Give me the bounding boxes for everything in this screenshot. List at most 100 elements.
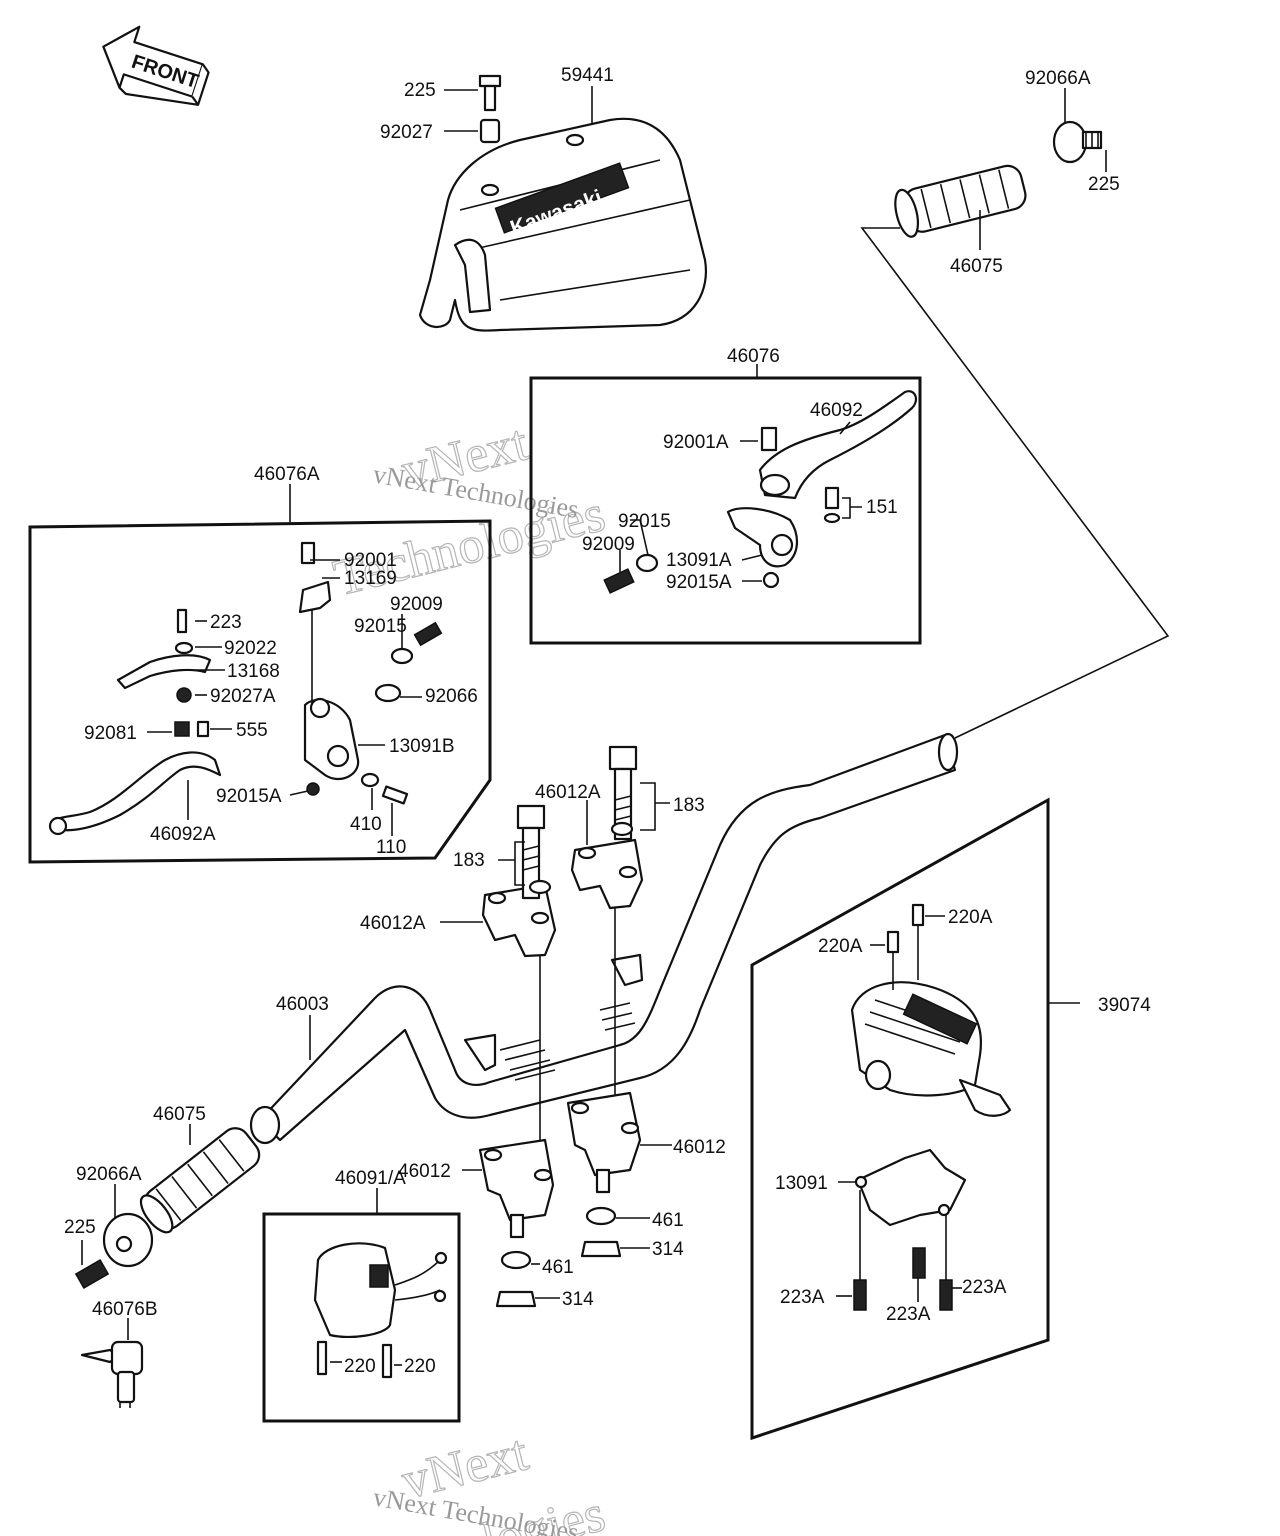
clutch-holder-13091A xyxy=(726,507,798,568)
screw-220A-right xyxy=(911,903,925,927)
label-410: 410 xyxy=(350,814,382,835)
grip-position-line xyxy=(860,227,1170,739)
label-92022: 92022 xyxy=(224,638,277,659)
front-arrow: FRONT xyxy=(102,25,210,106)
label-183-right: 183 xyxy=(673,795,705,816)
screw-223A-left xyxy=(853,1279,867,1311)
label-59441: 59441 xyxy=(561,65,614,86)
label-46012-right: 46012 xyxy=(673,1137,726,1158)
label-13091B: 13091B xyxy=(389,736,455,757)
label-46003: 46003 xyxy=(276,994,329,1015)
washer-92022 xyxy=(174,641,194,655)
bolt-183-left xyxy=(516,804,552,900)
label-92001: 92001 xyxy=(344,550,397,571)
nut-92015A-upper xyxy=(762,571,780,589)
washer-461-right xyxy=(585,1206,617,1226)
right-switch-housing xyxy=(850,981,1012,1117)
label-223A-left: 223A xyxy=(780,1287,825,1308)
label-46075-left: 46075 xyxy=(153,1104,206,1125)
box-39074 xyxy=(750,797,1050,1441)
label-46076B: 46076B xyxy=(92,1299,158,1320)
label-46092A: 46092A xyxy=(150,824,216,845)
label-223: 223 xyxy=(210,612,242,633)
brake-lever-46092A xyxy=(48,751,222,836)
label-461-left: 461 xyxy=(542,1257,574,1278)
label-92015A-upper: 92015A xyxy=(666,572,732,593)
label-220A-left: 220A xyxy=(818,936,863,957)
label-92015A: 92015A xyxy=(216,786,282,807)
label-314-right: 314 xyxy=(652,1239,684,1260)
grip-end-92066A-right xyxy=(1052,120,1103,164)
nut-314-left xyxy=(495,1290,537,1308)
cap-92066 xyxy=(374,683,402,703)
screw-223 xyxy=(176,608,188,634)
bolt-92001 xyxy=(300,541,316,565)
label-220-b: 220 xyxy=(404,1356,436,1377)
screw-92009 xyxy=(413,621,443,647)
nut-314-right xyxy=(580,1240,622,1258)
label-46092: 46092 xyxy=(810,400,863,421)
screw-223A-right xyxy=(939,1279,953,1311)
pin-555 xyxy=(196,720,210,738)
label-46091A: 46091/A xyxy=(335,1168,406,1189)
nut-92081 xyxy=(174,721,190,737)
label-92066A-right: 92066A xyxy=(1025,68,1091,89)
bolt-151 xyxy=(824,486,840,510)
label-223A-mid: 223A xyxy=(886,1304,931,1325)
box-46091A xyxy=(262,1212,461,1423)
screw-220-a xyxy=(316,1340,328,1376)
washer-410 xyxy=(360,772,380,788)
label-92081: 92081 xyxy=(84,723,137,744)
washer-461-left xyxy=(500,1250,532,1270)
label-183-left: 183 xyxy=(453,850,485,871)
label-13169: 13169 xyxy=(344,568,397,589)
label-13168: 13168 xyxy=(227,661,280,682)
grip-left xyxy=(139,1127,261,1234)
bolt-110 xyxy=(381,785,409,805)
label-39074: 39074 xyxy=(1098,995,1151,1016)
label-92027A: 92027A xyxy=(210,686,276,707)
label-225-top: 225 xyxy=(404,80,436,101)
watermark-bottom: vNext Technologies vNext Technologies xyxy=(328,1424,611,1536)
label-46076: 46076 xyxy=(727,346,780,367)
label-555: 555 xyxy=(236,720,268,741)
clutch-lever-46092 xyxy=(758,390,918,500)
label-13091A: 13091A xyxy=(666,550,732,571)
label-92009-upper: 92009 xyxy=(582,534,635,555)
label-225-left: 225 xyxy=(64,1217,96,1238)
switch-46076B xyxy=(80,1340,144,1408)
label-461-right: 461 xyxy=(652,1210,684,1231)
label-46012A-upper: 46012A xyxy=(535,782,601,803)
bracket-13091 xyxy=(854,1148,967,1227)
label-92015: 92015 xyxy=(354,616,407,637)
collar-92027 xyxy=(479,118,501,144)
nut-92015A xyxy=(306,782,320,796)
bracket-13168 xyxy=(116,654,212,690)
label-46076A: 46076A xyxy=(254,464,320,485)
label-13091: 13091 xyxy=(775,1173,828,1194)
riser-46012-right xyxy=(566,1091,642,1194)
label-225-right: 225 xyxy=(1088,174,1120,195)
label-92027: 92027 xyxy=(380,122,433,143)
screw-220A-left xyxy=(886,930,900,954)
bolt-92001A xyxy=(760,426,778,452)
grip-right xyxy=(894,164,1027,238)
label-92009: 92009 xyxy=(390,594,443,615)
clamp-46012A-upper xyxy=(570,838,644,910)
washer-92015 xyxy=(390,647,414,665)
master-cylinder-13091B xyxy=(303,697,360,781)
label-92066A-left: 92066A xyxy=(76,1164,142,1185)
handlebar-cover: Kawasaki xyxy=(418,117,707,332)
label-151: 151 xyxy=(866,497,898,518)
grip-end-92066A-left xyxy=(74,1212,154,1289)
screw-92009-upper xyxy=(603,568,635,594)
label-92015-upper: 92015 xyxy=(618,511,671,532)
bracket-13169 xyxy=(298,580,332,614)
label-220-a: 220 xyxy=(344,1356,376,1377)
label-314-left: 314 xyxy=(562,1289,594,1310)
box-46076A xyxy=(28,519,492,864)
label-220A-right: 220A xyxy=(948,907,993,928)
label-46075-right: 46075 xyxy=(950,256,1003,277)
switch-housing-46091 xyxy=(313,1242,448,1339)
screw-220-b xyxy=(381,1343,393,1379)
